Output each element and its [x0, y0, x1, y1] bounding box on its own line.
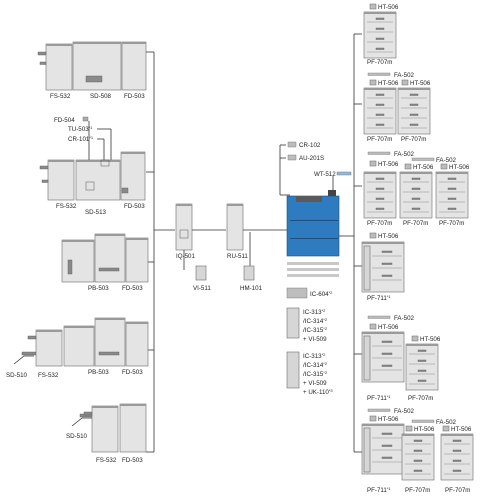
r5-ht1: HT-506 [378, 324, 399, 331]
r1-ht: HT-506 [378, 4, 399, 11]
r2-pf1: PF-707m [367, 136, 392, 143]
r3-pf3: PF-707m [439, 220, 464, 227]
left-row-5: SD-510 FS-532 FD-503 [66, 403, 147, 464]
left-row3-fd: FD-503 [122, 285, 143, 292]
r5-ht2: HT-506 [420, 336, 441, 343]
r2-ht1: HT-506 [378, 80, 399, 87]
ic-group-1-line1: IC-313*2 [303, 308, 326, 316]
ic-group-2-line3: /IC-315*2 [303, 370, 328, 378]
r5-pf1: PF-711*1 [367, 394, 391, 402]
hm-101-label: HM-101 [240, 285, 263, 292]
left-row4-fd: FD-503 [122, 369, 143, 376]
r6-pf1: PF-711*1 [367, 486, 391, 494]
right-row-1: HT-506 PF-707m [363, 3, 399, 66]
left-row4-fs: FS-532 [38, 372, 59, 379]
callout-cr101: CR-101*1 [68, 135, 94, 143]
ic-group-2-line5: + UK-110*3 [303, 388, 333, 396]
r3-fa2: FA-502 [436, 157, 457, 164]
r3-fa1: FA-502 [394, 151, 415, 158]
r3-pf2: PF-707m [403, 220, 428, 227]
right-row-5: FA-502 HT-506 HT-506 PF-711*1 PF-707m [361, 315, 441, 402]
left-row5-sd: SD-510 [66, 433, 88, 440]
r6-ht2: HT-506 [414, 426, 435, 433]
r4-ht: HT-506 [378, 233, 399, 240]
right-row-2: FA-502 HT-506 HT-506 PF-707m PF-707m [363, 72, 431, 143]
left-row5-fd: FD-503 [122, 457, 143, 464]
iq-501-label: IQ-501 [176, 253, 195, 260]
right-row-4: HT-506 PF-711*1 [361, 232, 405, 302]
left-row4-pb: PB-503 [88, 369, 109, 376]
r2-fa: FA-502 [394, 72, 415, 79]
left-row4-sd: SD-510 [6, 372, 28, 379]
callout-tu503: TU-503*1 [68, 125, 93, 133]
ic-604-label: IC-604*2 [310, 290, 333, 298]
ic-group-2-line1: IC-313*2 [303, 352, 326, 360]
r3-ht3: HT-506 [449, 164, 470, 171]
left-row5-fs: FS-532 [96, 457, 117, 464]
r5-fa: FA-502 [394, 315, 415, 322]
r6-pf2: PF-707m [405, 487, 430, 494]
left-row-4: SD-510 FS-532 PB-503 FD-503 [6, 317, 149, 379]
left-row1-label-1: FS-532 [50, 93, 71, 100]
r6-pf3: PF-707m [445, 487, 470, 494]
r3-pf1: PF-707m [367, 220, 392, 227]
ic-group-1-line2: /IC-314*2 [303, 317, 328, 325]
r2-pf2: PF-707m [401, 136, 426, 143]
left-row1-label-3: FD-503 [124, 93, 145, 100]
r6-fa1: FA-502 [394, 408, 415, 415]
r4-pf: PF-711*1 [367, 294, 391, 302]
r1-pf: PF-707m [367, 59, 392, 66]
right-configurations: HT-506 PF-707m FA-502 HT-506 HT-506 PF-7… [353, 3, 474, 494]
ic-group-2-line2: /IC-314*2 [303, 361, 328, 369]
callout-fd504: FD-504 [54, 117, 75, 124]
ic-group-2-line4: + VI-509 [303, 380, 327, 387]
left-row-2: FD-504 TU-503*1 CR-101*1 FS-532 SD-513 F… [39, 116, 146, 216]
r3-ht1: HT-506 [378, 161, 399, 168]
r6-ht1: HT-506 [378, 416, 399, 423]
left-row2-sd: SD-513 [85, 209, 107, 216]
main-unit: CR-102 AU-201S WT-512 IC-604*2 IC-313*2 … [279, 141, 354, 396]
left-row2-fs: FS-532 [56, 203, 77, 210]
right-row-3: FA-502 FA-502 HT-506 HT-506 HT-506 PF-70… [363, 151, 470, 227]
left-configurations: FS-532 SD-508 FD-503 FD-504 TU-503*1 CR-… [6, 41, 175, 464]
r6-ht3: HT-506 [451, 426, 472, 433]
au-201s-label: AU-201S [299, 155, 324, 162]
left-row-3: PB-503 FD-503 [61, 233, 149, 292]
vi-511-label: VI-511 [193, 285, 211, 292]
ic-group-1-line3: /IC-315*2 [303, 326, 328, 334]
r2-ht2: HT-506 [410, 80, 431, 87]
wt-512-label: WT-512 [314, 171, 336, 178]
left-row1-label-2: SD-508 [90, 93, 112, 100]
r3-ht2: HT-506 [413, 164, 434, 171]
left-row3-pb: PB-503 [88, 285, 109, 292]
r6-fa2: FA-502 [436, 419, 457, 426]
cr-102-label: CR-102 [299, 142, 321, 149]
right-row-6: FA-502 FA-502 HT-506 HT-506 HT-506 PF-71… [361, 408, 474, 494]
middle-units: IQ-501 VI-511 RU-511 HM-101 [175, 203, 287, 292]
ic-group-1-line4: + VI-509 [303, 336, 327, 343]
ru-511-label: RU-511 [227, 253, 248, 260]
r5-pf2: PF-707m [408, 395, 433, 402]
left-row2-fd: FD-503 [124, 203, 145, 210]
left-row-1: FS-532 SD-508 FD-503 [37, 41, 147, 100]
